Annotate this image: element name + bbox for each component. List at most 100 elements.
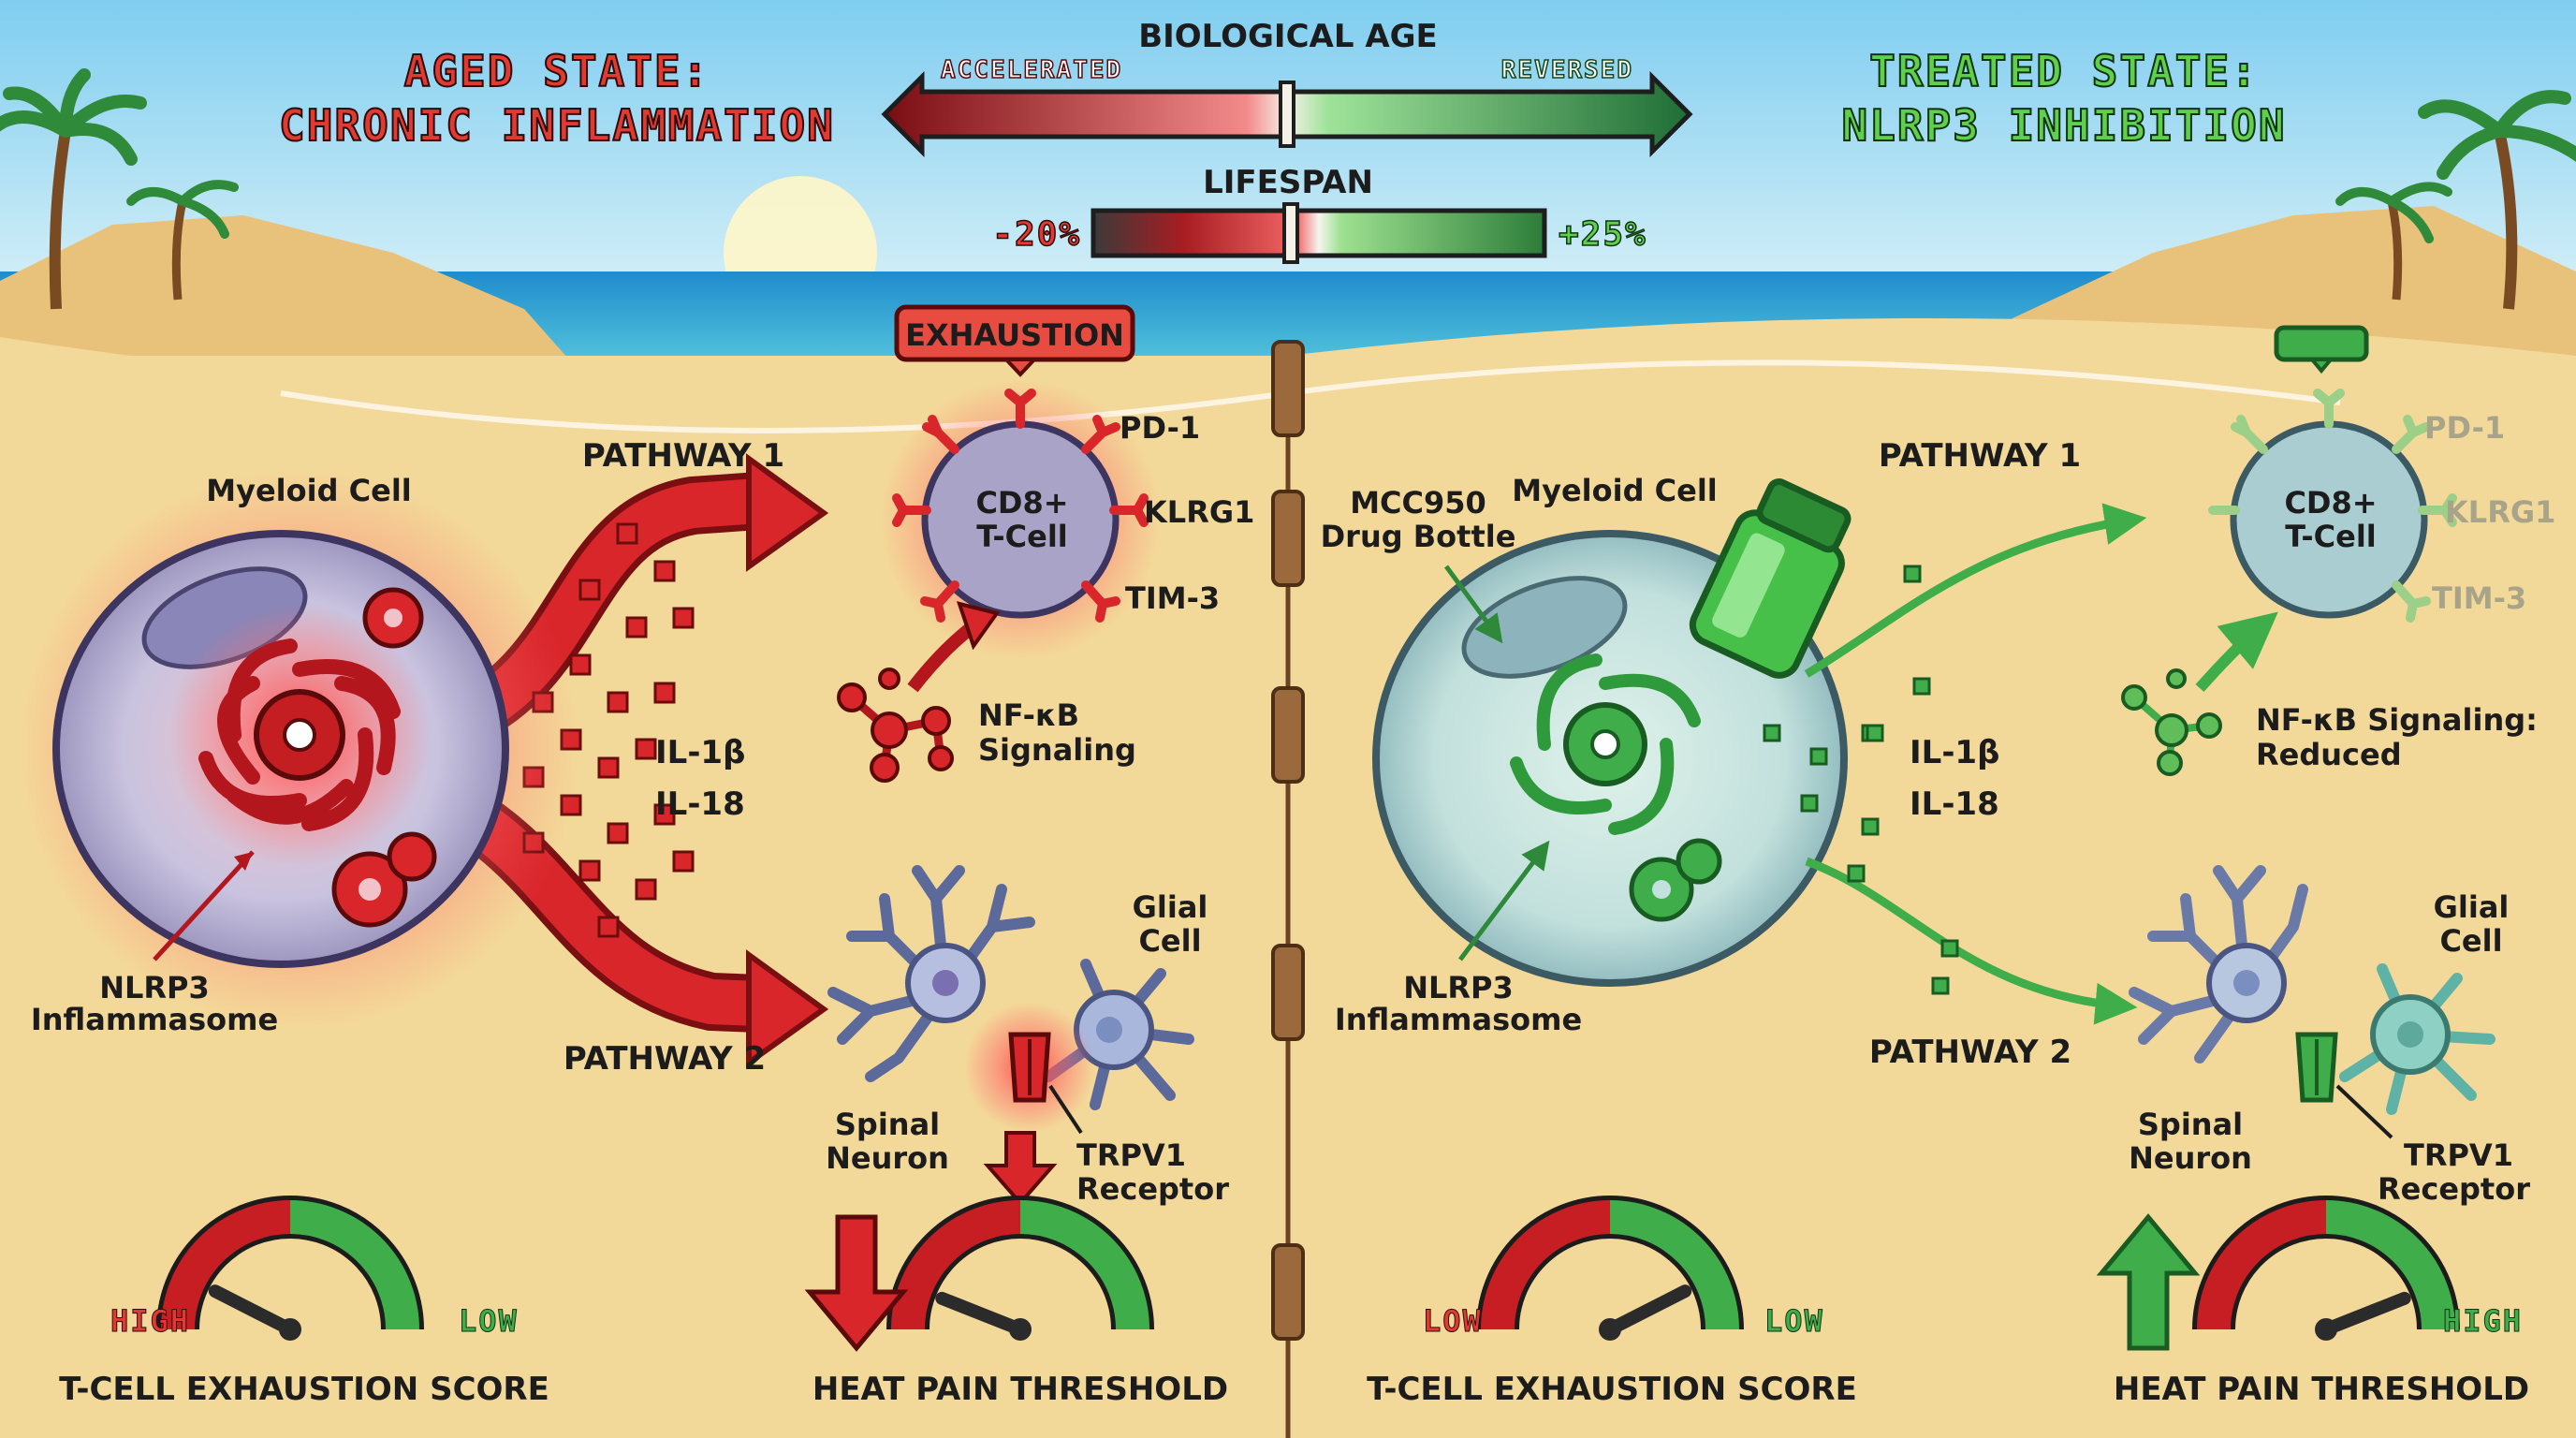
- myeloid-cell-label: Myeloid Cell: [206, 473, 412, 508]
- svg-text:CHRONIC INFLAMMATION: CHRONIC INFLAMMATION: [279, 100, 835, 151]
- heat-pain-threshold-gauge: HIGH HEAT PAIN THRESHOLD: [2114, 1196, 2529, 1408]
- svg-text:NLRP3: NLRP3: [1403, 970, 1514, 1005]
- svg-text:Receptor: Receptor: [1076, 1171, 1229, 1207]
- svg-text:BIOLOGICAL AGE: BIOLOGICAL AGE: [1138, 18, 1438, 55]
- svg-text:AGED STATE:: AGED STATE:: [404, 46, 710, 96]
- svg-text:T-CELL EXHAUSTION SCORE: T-CELL EXHAUSTION SCORE: [59, 1371, 549, 1408]
- aged-state-title: AGED STATE: CHRONIC INFLAMMATION: [278, 45, 835, 152]
- down-arrow-icon: [983, 1131, 1058, 1207]
- pathway-2-label: PATHWAY 2: [1869, 1034, 2071, 1071]
- svg-text:Cell: Cell: [1138, 923, 1201, 959]
- palm-tree-icon: [2335, 90, 2576, 310]
- svg-text:T-Cell: T-Cell: [2285, 519, 2377, 554]
- svg-text:CD8+: CD8+: [2284, 485, 2377, 521]
- receptor-icons: [2208, 389, 2457, 623]
- cytokine-il18-label: IL-18: [1910, 785, 1999, 823]
- svg-text:Inflammasome: Inflammasome: [1335, 1002, 1582, 1037]
- marker-pd1-label: PD-1: [1120, 410, 1200, 446]
- svg-text:Cell: Cell: [2439, 923, 2502, 959]
- svg-text:HEAT PAIN THRESHOLD: HEAT PAIN THRESHOLD: [2114, 1371, 2529, 1408]
- trpv1-receptor-icon: [964, 1002, 1095, 1133]
- pathway-1-arrow: [1804, 503, 2147, 678]
- status-badge: [2274, 325, 2369, 374]
- nf-kb-molecule-icon: [2121, 668, 2222, 776]
- gear-icon: [331, 831, 437, 928]
- gauge-needle: [935, 1291, 1027, 1336]
- svg-text:+25%: +25%: [1559, 215, 1647, 254]
- svg-text:HIGH: HIGH: [110, 1303, 190, 1339]
- marker-klrg1-label: KLRG1: [2445, 494, 2555, 530]
- exhaustion-badge: EXHAUSTION: [894, 304, 1135, 377]
- gauge-needle: [2320, 1291, 2411, 1336]
- drug-bottle-icon: [1689, 478, 1852, 679]
- aged-side: Myeloid Cell NLRP3 Inflammasome PATHWAY …: [19, 304, 1254, 1408]
- nlrp3-inflammasome-icon: [168, 604, 431, 866]
- svg-text:LOW: LOW: [1423, 1303, 1483, 1339]
- myeloid-cell-label: Myeloid Cell: [1512, 473, 1718, 508]
- cytokine-il18-label: IL-18: [655, 785, 745, 823]
- svg-text:Inflammasome: Inflammasome: [31, 1002, 278, 1037]
- pathway-2-label: PATHWAY 2: [564, 1040, 766, 1078]
- svg-text:ACCELERATED: ACCELERATED: [941, 56, 1122, 84]
- spinal-neuron-icon: [827, 865, 1035, 1082]
- heat-pain-threshold-gauge: HEAT PAIN THRESHOLD: [812, 1196, 1228, 1408]
- svg-text:Receptor: Receptor: [2378, 1171, 2530, 1207]
- svg-text:T-CELL EXHAUSTION SCORE: T-CELL EXHAUSTION SCORE: [1367, 1371, 1857, 1408]
- svg-text:Signaling: Signaling: [978, 732, 1136, 768]
- svg-text:NLRP3 INHIBITION: NLRP3 INHIBITION: [1841, 100, 2286, 151]
- svg-text:-20%: -20%: [992, 215, 1081, 254]
- palm-tree-icon: [0, 68, 239, 310]
- svg-text:Glial: Glial: [2434, 889, 2510, 925]
- svg-text:NLRP3: NLRP3: [99, 970, 210, 1005]
- svg-text:Neuron: Neuron: [2129, 1140, 2252, 1176]
- pathway-1-label: PATHWAY 1: [1879, 437, 2081, 475]
- marker-tim3-label: TIM-3: [2432, 580, 2526, 616]
- marker-tim3-label: TIM-3: [1125, 580, 1220, 616]
- svg-text:Spinal: Spinal: [835, 1107, 940, 1142]
- exhaustion-receptor-icons: [892, 389, 1149, 623]
- gear-icon: [1629, 838, 1722, 922]
- pathway-1-label: PATHWAY 1: [582, 437, 784, 475]
- svg-text:NF-κB: NF-κB: [978, 697, 1079, 733]
- svg-text:HEAT PAIN THRESHOLD: HEAT PAIN THRESHOLD: [812, 1371, 1228, 1408]
- cytokine-il1b-label: IL-1β: [1910, 734, 1999, 771]
- svg-text:TRPV1: TRPV1: [1076, 1137, 1186, 1173]
- treated-side: MCC950 Drug Bottle Myeloid Cell NLRP3 In…: [1321, 325, 2555, 1408]
- svg-text:REVERSED: REVERSED: [1501, 56, 1633, 84]
- svg-text:Spinal: Spinal: [2138, 1107, 2243, 1142]
- lifespan-scale: LIFESPAN -20% +25%: [992, 164, 1647, 264]
- gear-icon: [362, 587, 424, 649]
- lifespan-midpoint-marker: [1282, 202, 1299, 264]
- svg-text:EXHAUSTION: EXHAUSTION: [905, 317, 1124, 353]
- svg-text:NF-κB Signaling:: NF-κB Signaling:: [2256, 702, 2538, 738]
- svg-text:HIGH: HIGH: [2443, 1303, 2523, 1339]
- svg-text:Neuron: Neuron: [826, 1140, 949, 1176]
- svg-text:TRPV1: TRPV1: [2404, 1137, 2513, 1173]
- cytokine-particles: [1763, 565, 1959, 995]
- t-cell-exhaustion-gauge: LOW LOW T-CELL EXHAUSTION SCORE: [1367, 1196, 1857, 1408]
- glial-cell-icon: [1043, 959, 1194, 1110]
- svg-text:LIFESPAN: LIFESPAN: [1203, 164, 1373, 201]
- nlrp3-inflammasome-icon: [1510, 653, 1701, 835]
- svg-text:LOW: LOW: [1764, 1303, 1824, 1339]
- trpv1-receptor-icon: [2295, 1032, 2338, 1103]
- center-divider: [1271, 340, 1305, 1438]
- svg-text:CD8+: CD8+: [975, 485, 1068, 521]
- svg-text:TREATED STATE:: TREATED STATE:: [1869, 46, 2259, 96]
- marker-pd1-label: PD-1: [2424, 410, 2505, 446]
- up-arrow-icon: [2096, 1213, 2201, 1351]
- marker-klrg1-label: KLRG1: [1144, 494, 1254, 530]
- nf-kb-molecule-icon: [837, 668, 954, 783]
- svg-text:MCC950: MCC950: [1350, 485, 1486, 521]
- t-cell-exhaustion-gauge: HIGH LOW T-CELL EXHAUSTION SCORE: [59, 1196, 549, 1408]
- age-midpoint-marker: [1279, 81, 1295, 148]
- svg-text:Drug Bottle: Drug Bottle: [1321, 519, 1516, 554]
- treated-state-title: TREATED STATE: NLRP3 INHIBITION: [1840, 45, 2286, 152]
- glial-cell-icon: [2339, 963, 2496, 1115]
- spinal-neuron-icon: [2129, 865, 2308, 1064]
- svg-text:Reduced: Reduced: [2256, 737, 2402, 772]
- biological-age-scale: BIOLOGICAL AGE ACCELERATED REVERSED: [881, 18, 1693, 158]
- svg-text:T-Cell: T-Cell: [976, 519, 1068, 554]
- svg-text:Glial: Glial: [1133, 889, 1208, 925]
